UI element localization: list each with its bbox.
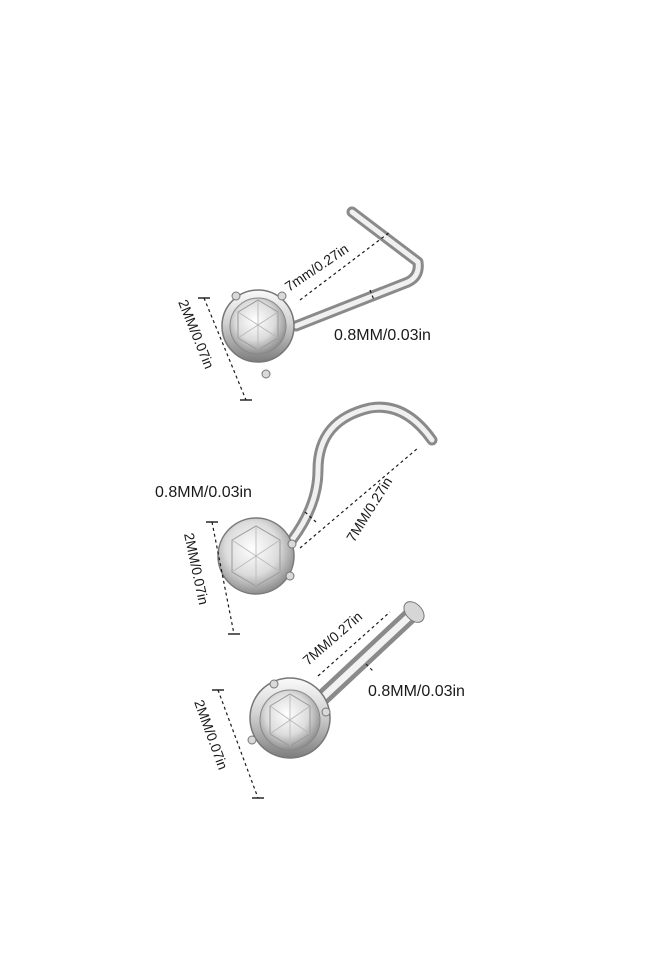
gauge-label-2: 0.8MM/0.03in (155, 484, 252, 501)
gem-setting-3 (247, 677, 331, 759)
gem-size-label-2: 2MM/0.07in (181, 531, 212, 606)
gem-setting-2 (217, 517, 297, 595)
length-label-2: 7MM/0.27in (343, 474, 395, 545)
length-label-1: 7mm/0.27in (282, 240, 352, 294)
gauge-label-1: 0.8MM/0.03in (334, 327, 431, 344)
l-shape-nose-stud: 7mm/0.27in 0.8MM/0.03in 2MM/0.07in (175, 206, 431, 401)
straight-nose-stud: 7MM/0.27in 0.8MM/0.03in 2MM/0.07in (191, 601, 465, 799)
gauge-label-3: 0.8MM/0.03in (368, 683, 465, 700)
gem-size-label-1: 2MM/0.07in (175, 297, 217, 371)
gem-setting-1 (221, 289, 295, 379)
screw-nose-stud: 0.8MM/0.03in 7MM/0.27in 2MM/0.07in (155, 401, 438, 635)
